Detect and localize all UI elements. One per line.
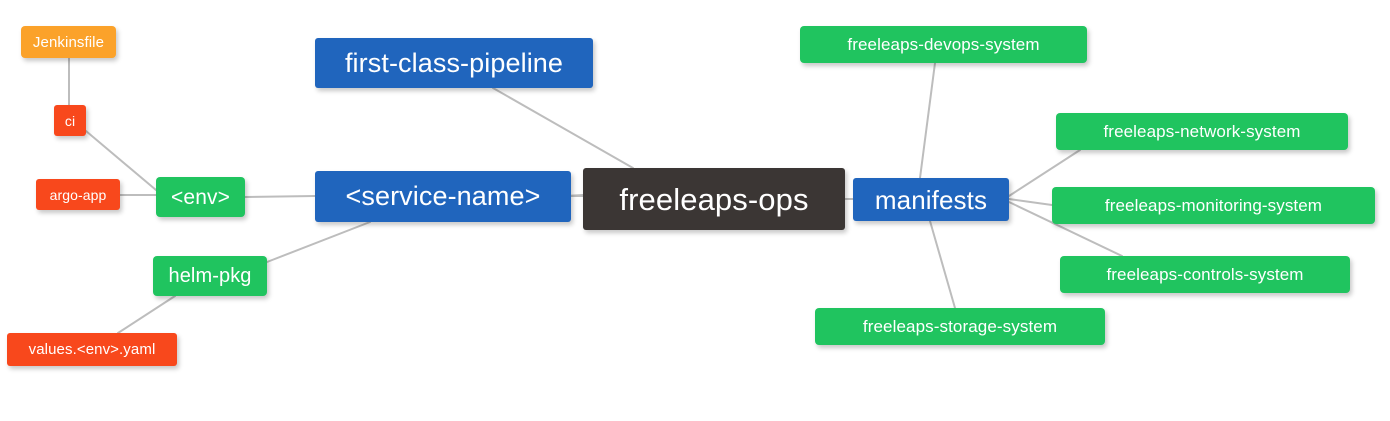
node-label: freeleaps-monitoring-system [1104, 196, 1323, 215]
node-label: freeleaps-ops [619, 181, 809, 217]
edge-manifests-to-devops-system [919, 62, 936, 179]
edge-manifests-to-storage-system [929, 220, 956, 309]
mindmap-node-network-system[interactable]: freeleaps-network-system [1056, 113, 1348, 150]
mindmap-node-values-yaml[interactable]: values.<env>.yaml [7, 333, 177, 366]
node-label: freeleaps-devops-system [847, 35, 1040, 54]
node-label: freeleaps-network-system [1103, 122, 1301, 141]
edge-service-name-to-env [244, 195, 316, 198]
node-label: Jenkinsfile [32, 33, 105, 51]
node-label: ci [64, 112, 76, 129]
node-label: <env> [171, 185, 230, 209]
mindmap-node-controls-system[interactable]: freeleaps-controls-system [1060, 256, 1350, 293]
node-label: manifests [874, 184, 988, 215]
node-label: values.<env>.yaml [28, 341, 156, 358]
mindmap-node-devops-system[interactable]: freeleaps-devops-system [800, 26, 1087, 63]
mindmap-node-ci[interactable]: ci [54, 105, 86, 136]
mindmap-node-helm-pkg[interactable]: helm-pkg [153, 256, 267, 296]
edge-manifests-to-monitoring-system [1008, 198, 1053, 206]
mindmap-node-first-class[interactable]: first-class-pipeline [315, 38, 593, 88]
edge-helm-pkg-to-values-yaml [117, 295, 176, 334]
mindmap-node-jenkinsfile[interactable]: Jenkinsfile [21, 26, 116, 58]
mindmap-node-service-name[interactable]: <service-name> [315, 171, 571, 222]
node-label: freeleaps-controls-system [1106, 265, 1304, 284]
node-label: helm-pkg [168, 265, 252, 287]
mindmap-node-argo-app[interactable]: argo-app [36, 179, 120, 210]
node-label: first-class-pipeline [344, 47, 564, 78]
node-label: freeleaps-storage-system [862, 317, 1058, 336]
edge-service-name-to-helm-pkg [266, 221, 371, 263]
mindmap-node-monitoring-system[interactable]: freeleaps-monitoring-system [1052, 187, 1375, 224]
edge-first-class-to-root [492, 87, 634, 169]
mindmap-node-manifests[interactable]: manifests [853, 178, 1009, 221]
node-label: argo-app [49, 186, 107, 203]
mindmap-node-root[interactable]: freeleaps-ops [583, 168, 845, 230]
mindmap-node-env[interactable]: <env> [156, 177, 245, 217]
mindmap-node-storage-system[interactable]: freeleaps-storage-system [815, 308, 1105, 345]
node-label: <service-name> [345, 181, 541, 211]
